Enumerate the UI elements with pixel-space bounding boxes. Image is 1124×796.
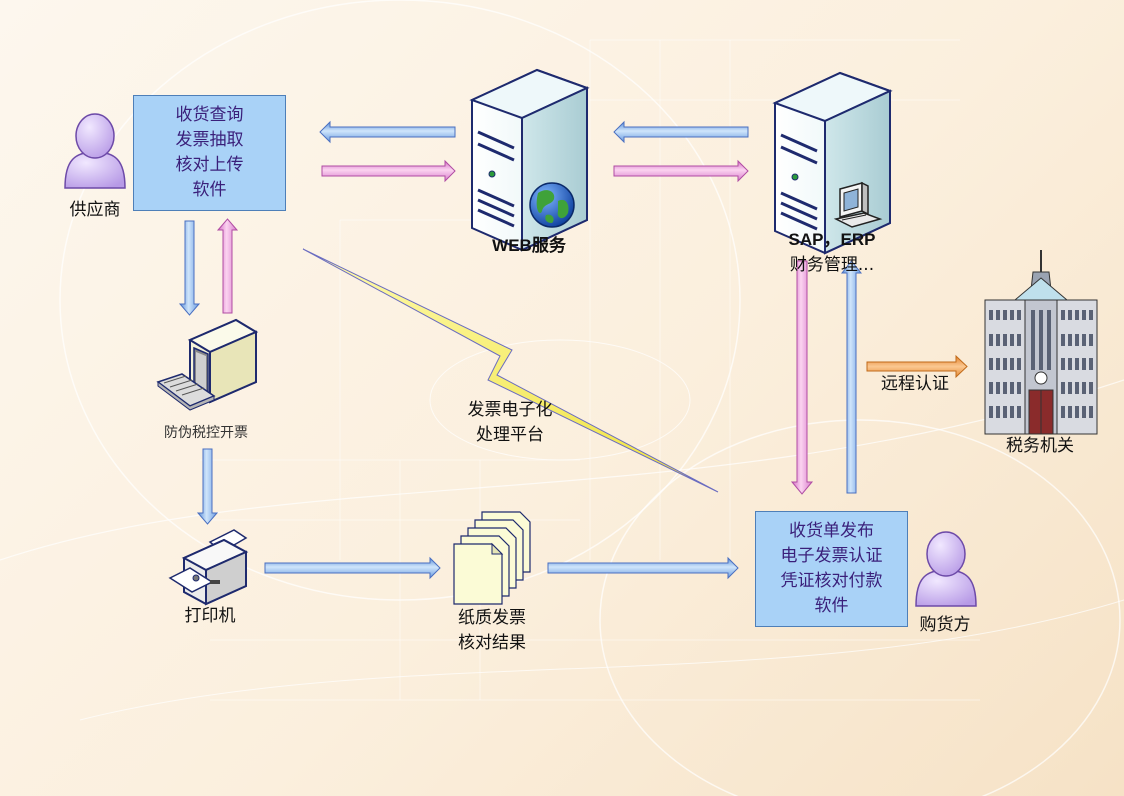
computer-terminal-icon [833,181,883,228]
erp-server-icon [772,71,893,255]
arrow-supplier-to-web [321,159,456,183]
buyer-software-box: 收货单发布 电子发票认证 凭证核对付款 软件 [755,511,908,627]
arrow-software-to-taxcontrol [178,220,201,316]
arrow-taxcontrol-to-printer [196,448,219,525]
platform-label-line-1: 发票电子化 [467,400,553,420]
arrow-web-to-supplier [319,120,456,144]
buyer-person-icon [915,531,977,607]
buyer-software-line-1: 收货单发布 [789,521,874,541]
arrow-web-to-erp [613,159,749,183]
buyer-software-line-2: 电子发票认证 [780,546,883,566]
printer-label: 打印机 [184,606,236,626]
supplier-software-line-2: 发票抽取 [175,130,244,150]
platform-label-line-2: 处理平台 [476,425,544,445]
arrow-printer-to-paper [264,556,441,580]
erp-label-line-1: SAP，ERP [788,230,876,249]
paper-label-line-1: 纸质发票 [458,608,526,628]
erp-label-line-2: 财务管理... [789,255,875,275]
paper-stack-icon [453,511,531,605]
printer-icon [168,529,249,606]
tax-control-computer-icon [156,318,259,411]
lightning-bolt [302,248,719,493]
arrow-taxcontrol-to-software [216,218,239,314]
globe-icon [529,182,575,228]
paper-label-line-2: 核对结果 [458,633,526,653]
buyer-label: 购货方 [919,615,971,635]
supplier-person-icon [64,113,126,189]
tax-office-building-icon [984,250,1098,435]
arrow-remote-auth [866,354,968,379]
arrow-buyer-to-erp [840,260,863,494]
supplier-software-box: 收货查询 发票抽取 核对上传 软件 [133,95,286,211]
buyer-software-line-3: 凭证核对付款 [780,571,883,591]
arrow-erp-to-buyer [790,260,814,495]
arrow-erp-to-web [613,120,749,144]
tax-office-label: 税务机关 [1006,436,1074,456]
web-server-icon [469,68,590,252]
web-service-label: WEB服务 [492,236,566,255]
remote-auth-label: 远程认证 [881,374,949,394]
supplier-software-line-4: 软件 [192,180,227,200]
supplier-software-line-3: 核对上传 [175,155,244,175]
supplier-software-line-1: 收货查询 [175,105,244,125]
supplier-label: 供应商 [69,200,121,220]
tax-control-label: 防伪税控开票 [164,425,248,441]
arrow-paper-to-buyer [547,556,739,580]
buyer-software-line-4: 软件 [814,596,849,616]
